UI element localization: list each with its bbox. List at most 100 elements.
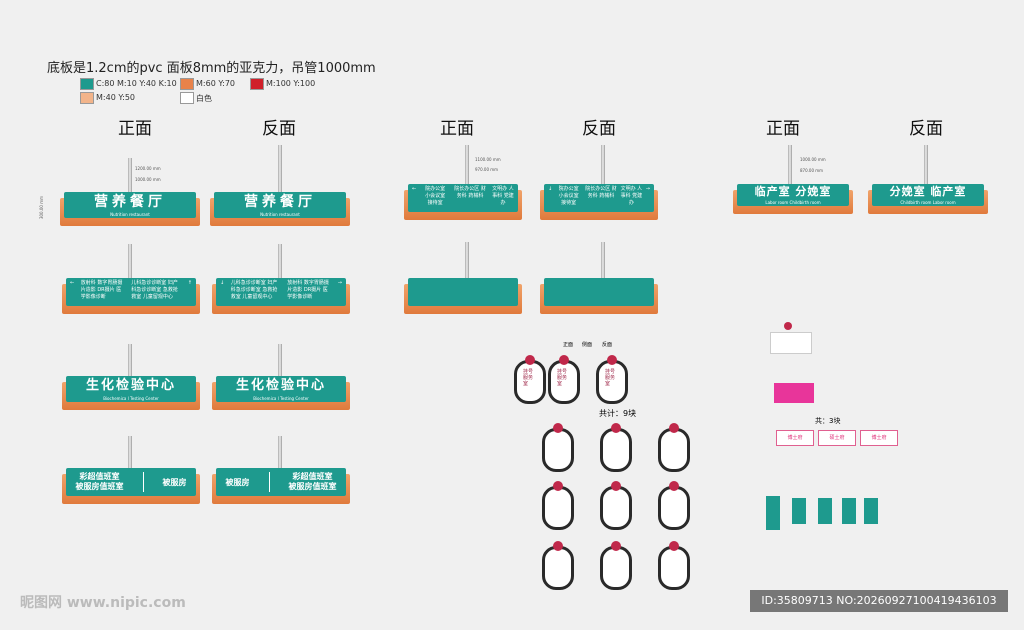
round-sign <box>542 481 574 530</box>
sign-panel: ↓ 儿科急诊诊断室 妇产科急诊诊断室 急救抢救室 儿童留观中心 放射科 数字胃肠… <box>216 278 346 306</box>
sign-office-text: ← 院办公室 小会议室 接待室 院长办公区 财务科 药械科 文明办 人事科 党建… <box>412 186 514 207</box>
logo-icon <box>607 355 617 365</box>
legend-swatch-red <box>250 78 264 90</box>
dim-label: 1000.00 mm <box>135 177 161 182</box>
teal-plate <box>766 496 780 530</box>
sign-title: 分娩室 临产室 <box>889 185 967 198</box>
face-title-back: 反面 <box>582 119 616 139</box>
divider <box>142 472 144 492</box>
round-sign <box>658 481 690 530</box>
round-sign <box>600 541 632 590</box>
logo-icon <box>669 481 679 491</box>
color-legend: C:80 M:10 Y:40 K:10 M:60 Y:70 M:100 Y:10… <box>80 78 400 108</box>
sign-panel <box>408 278 518 306</box>
hanging-pole <box>465 145 469 187</box>
logo-icon <box>553 423 563 433</box>
sign-panel: 彩超值班室 被服房值班室 被服房 <box>66 468 196 496</box>
sign-panel: 生化检验中心 Biochemica l Testing Center <box>66 376 196 402</box>
sign-maternity-front: 临产室 分娩室 Labor room Childbirth room <box>733 184 853 214</box>
sign-col: 院办公室 小会议室 接待室 <box>425 186 446 206</box>
logo-icon <box>784 322 792 330</box>
dim-label: 1200.00 mm <box>135 166 161 171</box>
legend-swatch-teal <box>80 78 94 90</box>
round-count: 共计：9块 <box>599 409 637 418</box>
hanging-pole <box>924 145 928 187</box>
sign-duty-left: 彩超值班室 被服房值班室 <box>76 472 124 492</box>
sign-col: 放射科 数字胃肠摄片造影 DR摄片 医学影像诊断 <box>80 280 123 300</box>
sign-title: 生化检验中心 <box>235 378 326 393</box>
face-title-back: 反面 <box>909 119 943 139</box>
plate-sample <box>770 332 812 354</box>
legend-swatch-white <box>180 92 194 104</box>
round-sign: 挂号服务室 <box>514 355 546 404</box>
sign-panel: 分娩室 临产室 Childbirth room Labor room <box>872 184 984 206</box>
legend-label: M:40 Y:50 <box>96 93 136 102</box>
spec-text: 底板是1.2cm的pvc 面板8mm的亚克力，吊管1000mm <box>47 61 376 76</box>
logo-icon <box>669 541 679 551</box>
sign-panel: 营养餐厅 Nutrition restaurant <box>64 192 196 218</box>
face-title-back: 反面 <box>262 119 296 139</box>
sign-lab-back: 生化检验中心 Biochemica l Testing Center <box>212 376 350 410</box>
sign-directions-front: ← 放射科 数字胃肠摄片造影 DR摄片 医学影像诊断 儿科急诊诊断室 妇产科急诊… <box>62 278 200 314</box>
sign-duty-back: 被服房 彩超值班室 被服房值班室 <box>212 468 350 504</box>
hanging-pole <box>465 242 469 282</box>
sign-panel: 临产室 分娩室 Labor room Childbirth room <box>737 184 849 206</box>
pink-plate: 硕士府 <box>818 430 856 446</box>
arrow-down-icon: ↓ <box>220 280 225 286</box>
face-title-front: 正面 <box>440 119 474 139</box>
legend-label: M:100 Y:100 <box>266 79 316 88</box>
sign-subtitle: Labor room Childbirth room <box>765 200 821 205</box>
logo-icon <box>611 481 621 491</box>
hanging-pole <box>128 158 132 198</box>
dim-label: 870.00 mm <box>800 168 824 173</box>
face-title-front: 正面 <box>766 119 800 139</box>
legend-label: C:80 M:10 Y:40 K:10 <box>96 79 177 88</box>
divider <box>268 472 270 492</box>
sign-nutrition-front: 营养餐厅 Nutrition restaurant <box>60 192 200 226</box>
sign-subtitle: Biochemica l Testing Center <box>103 396 159 401</box>
sign-line: 被服房值班室 <box>75 482 124 491</box>
round-sign-text: 挂号服务室 <box>605 369 616 387</box>
dim-label: 1100.00 mm <box>475 157 501 162</box>
hanging-pole <box>601 145 605 187</box>
logo-icon <box>553 541 563 551</box>
watermark-id: ID:35809713 NO:20260927100419436103 <box>750 590 1008 612</box>
sign-panel: 营养餐厅 Nutrition restaurant <box>214 192 346 218</box>
sign-office-text: ↓ 院办公室 小会议室 接待室 院长办公区 财务科 药械科 文明办 人事科 党建… <box>548 186 650 207</box>
logo-icon <box>669 423 679 433</box>
sign-maternity-back: 分娩室 临产室 Childbirth room Labor room <box>868 184 988 214</box>
sign-col: 放射科 数字胃肠摄片造影 DR摄片 医学影像诊断 <box>287 280 329 300</box>
sign-col: 儿科急诊诊断室 妇产科急诊诊断室 急救抢救室 儿童留观中心 <box>131 280 178 300</box>
sign-panel: ← 放射科 数字胃肠摄片造影 DR摄片 医学影像诊断 儿科急诊诊断室 妇产科急诊… <box>66 278 196 306</box>
round-sign <box>600 481 632 530</box>
round-front-label: 正面 <box>563 342 574 348</box>
legend-swatch-peach <box>80 92 94 104</box>
legend-label: M:60 Y:70 <box>196 79 236 88</box>
round-side-label: 侧面 <box>582 342 593 348</box>
logo-icon <box>611 541 621 551</box>
hanging-pole <box>788 145 792 187</box>
sign-title: 营养餐厅 <box>94 194 166 210</box>
sign-nutrition-back: 营养餐厅 Nutrition restaurant <box>210 192 350 226</box>
round-sign <box>600 423 632 472</box>
hanging-pole <box>128 436 132 472</box>
hanging-pole <box>601 242 605 282</box>
logo-icon <box>525 355 535 365</box>
sign-office-front: ← 院办公室 小会议室 接待室 院长办公区 财务科 药械科 文明办 人事科 党建… <box>404 184 522 220</box>
sign-col: 院长办公区 财务科 药械科 <box>585 186 617 199</box>
teal-plate <box>818 498 832 524</box>
sign-panel: ↓ 院办公室 小会议室 接待室 院长办公区 财务科 药械科 文明办 人事科 党建… <box>544 184 654 212</box>
pink-count: 共：3块 <box>815 417 841 425</box>
teal-plate <box>864 498 878 524</box>
round-sign: 挂号服务室 <box>548 355 580 404</box>
sign-col: 文明办 人事科 党建办 <box>492 186 514 206</box>
pink-plate: 博士府 <box>860 430 898 446</box>
sign-line: 彩超值班室 <box>292 472 333 481</box>
sign-col: 文明办 人事科 党建办 <box>620 186 643 206</box>
sign-title: 临产室 分娩室 <box>754 185 832 198</box>
sign-title: 生化检验中心 <box>85 378 176 393</box>
sign-subtitle: Nutrition restaurant <box>260 212 300 217</box>
hanging-pole <box>278 344 282 380</box>
arrow-left-icon: ← <box>412 186 417 192</box>
sign-office2-back <box>540 278 658 314</box>
